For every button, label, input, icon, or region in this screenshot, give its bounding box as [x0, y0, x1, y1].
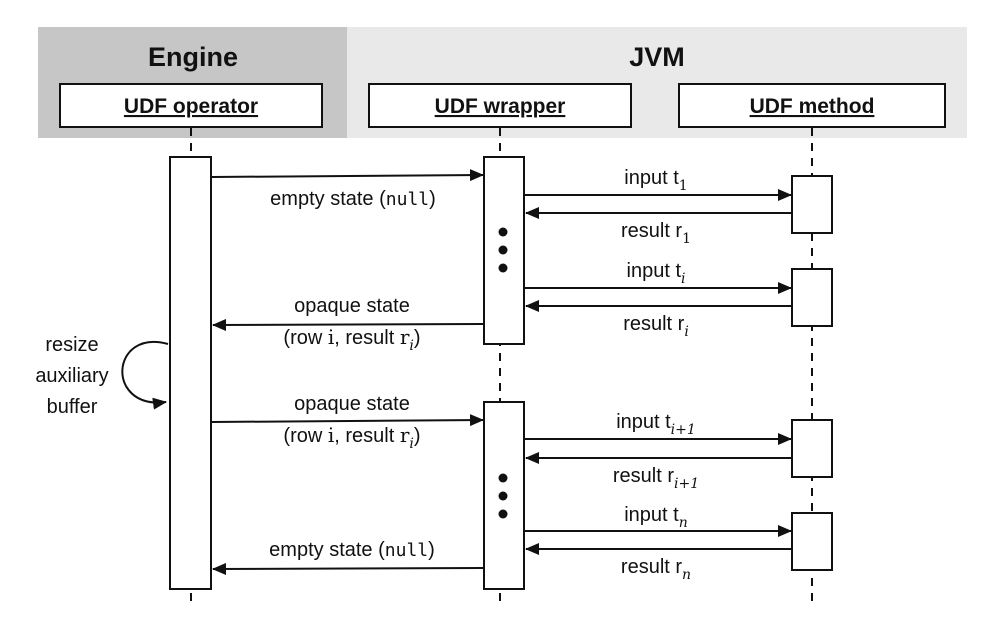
engine-group-title: Engine [148, 42, 238, 72]
udf-operator-label: UDF operator [124, 95, 258, 118]
ellipsis-dot [498, 491, 508, 501]
udf-method-label: UDF method [750, 95, 875, 118]
udf-operator-box [59, 83, 323, 128]
operator-activation [169, 156, 212, 590]
arrow-opaque-state-call [211, 414, 484, 427]
arrow-empty-state-call [211, 169, 484, 182]
self-loop-arrow [121, 341, 169, 410]
udf-wrapper-label: UDF wrapper [435, 95, 566, 118]
label-input-tn: input tn [624, 504, 688, 531]
arrow-empty-state-return [212, 562, 484, 575]
arrow-opaque-state-return [212, 318, 484, 331]
note-auxiliary: auxiliary [35, 365, 108, 387]
wrapper-activation-1 [483, 156, 525, 345]
label-result-rn: result rn [621, 556, 691, 583]
ellipsis-dot [498, 473, 508, 483]
label-opaque-state-call-line1: opaque state [294, 393, 410, 415]
method-activation-1 [791, 175, 833, 234]
label-input-ti-plus-1: input ti+1 [616, 411, 696, 438]
ellipsis-dot [498, 263, 508, 273]
label-result-ri-plus-1: result ri+1 [613, 465, 699, 492]
ellipsis-dot [498, 509, 508, 519]
method-activation-2 [791, 268, 833, 327]
label-empty-state-return: empty state (null) [269, 539, 435, 561]
udf-wrapper-box [368, 83, 632, 128]
label-input-ti: input ti [627, 260, 686, 287]
ellipsis-dot [498, 245, 508, 255]
udf-method-box [678, 83, 946, 128]
note-resize: resize [45, 334, 98, 356]
label-opaque-state-return-line1: opaque state [294, 295, 410, 317]
method-activation-3 [791, 419, 833, 478]
label-result-ri: result ri [623, 313, 689, 340]
label-result-r1: result r1 [621, 220, 691, 247]
label-opaque-state-return-line2: (row i, result ri) [283, 325, 420, 354]
label-empty-state-call: empty state (null) [270, 188, 436, 210]
jvm-group-title: JVM [629, 42, 685, 72]
label-input-t1: input t1 [624, 167, 687, 194]
ellipsis-dot [498, 227, 508, 237]
method-activation-4 [791, 512, 833, 571]
note-buffer: buffer [47, 396, 98, 418]
label-opaque-state-call-line2: (row i, result ri) [283, 423, 420, 452]
